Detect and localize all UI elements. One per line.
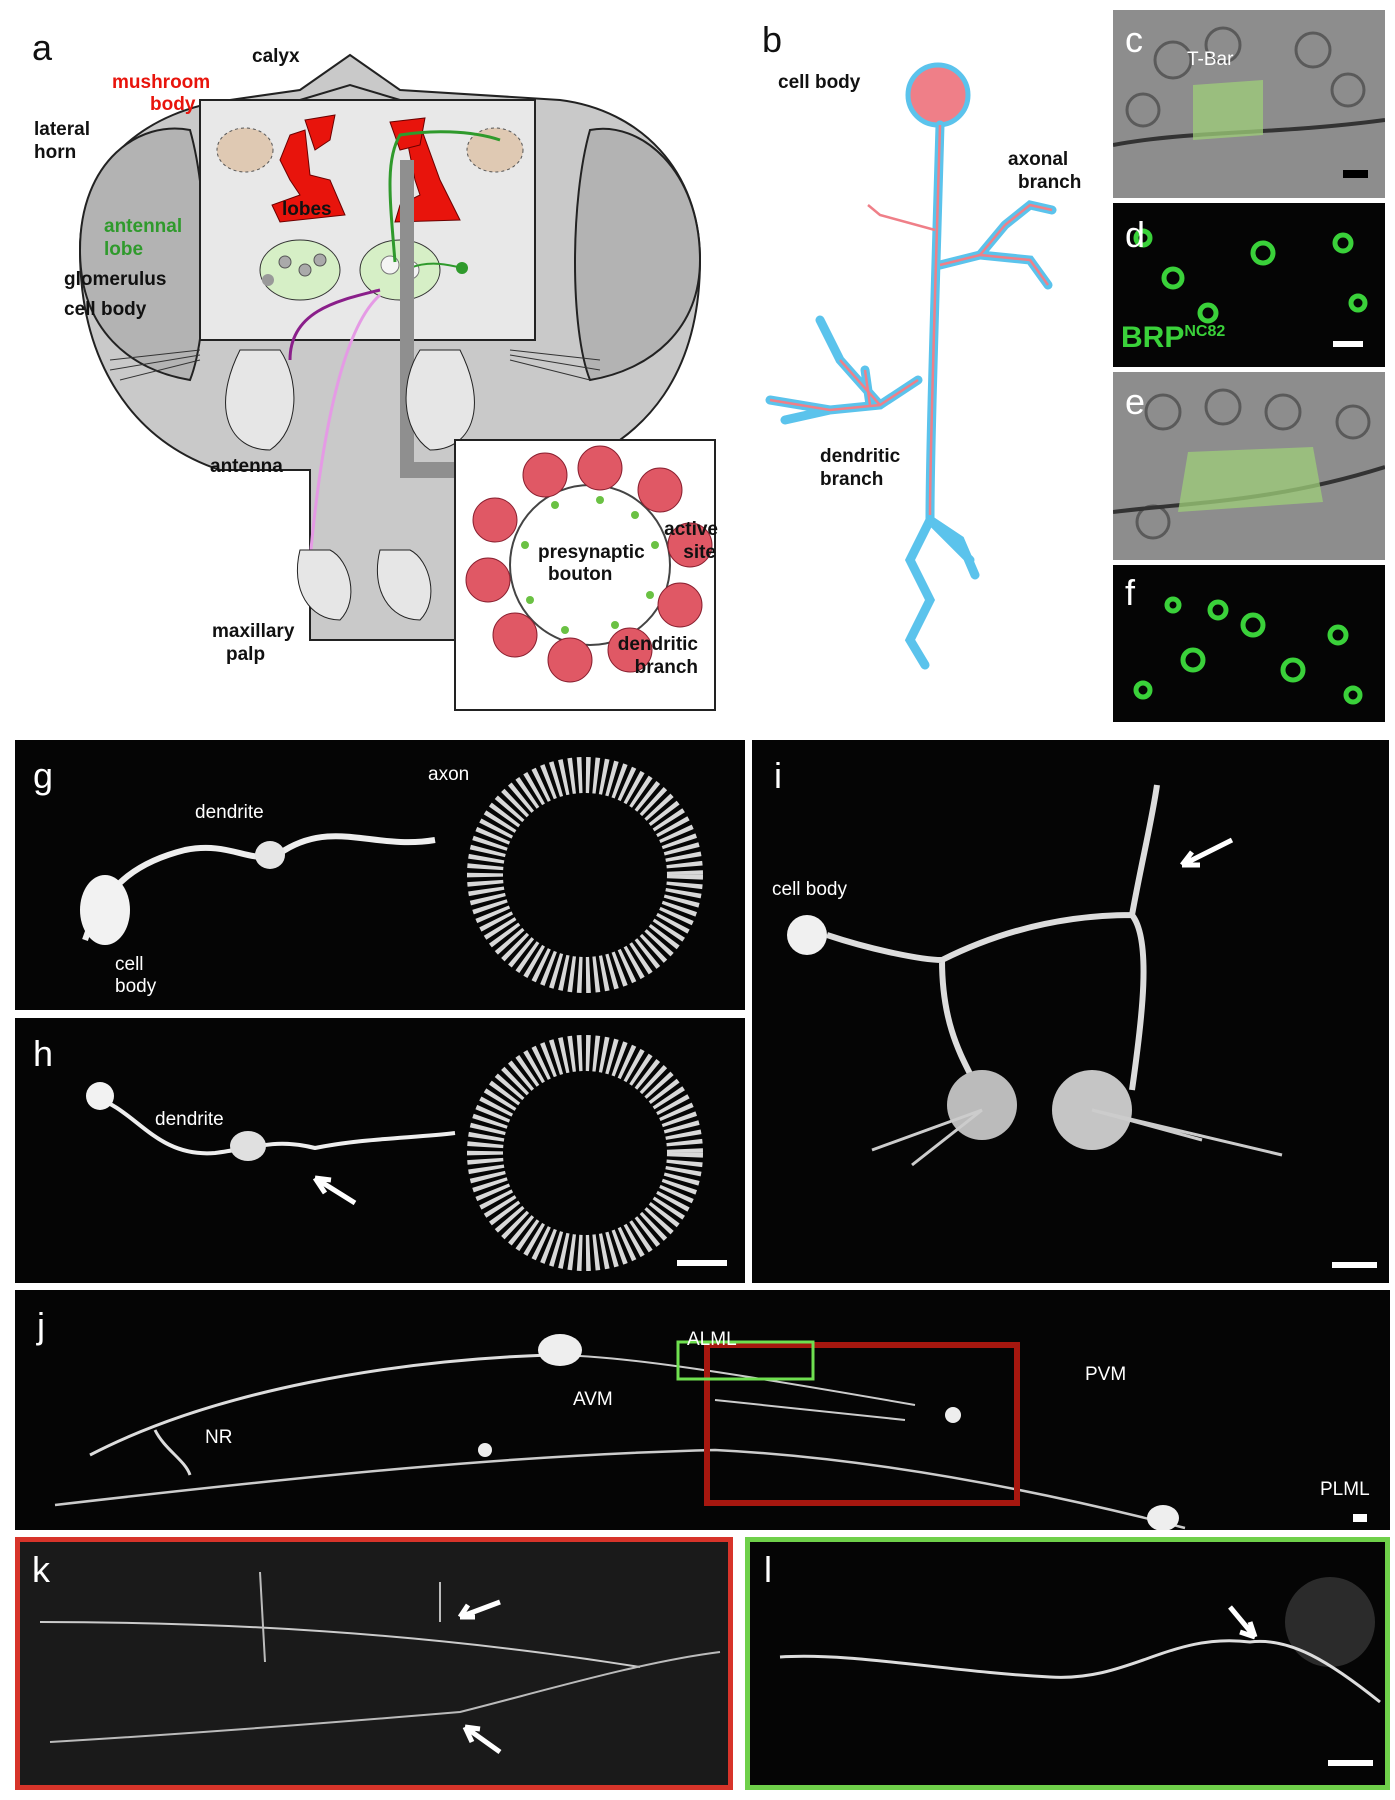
label-cell-body: cell body (64, 299, 147, 320)
label-dendritic-2: branch (635, 657, 698, 678)
label-antennal-1: antennal (104, 216, 182, 237)
panel-e: e (1113, 372, 1385, 560)
label-pvm: PVM (1085, 1364, 1126, 1385)
label-dendritic-1: dendritic (618, 634, 699, 655)
panel-letter-b: b (762, 19, 783, 60)
panel-i: i cell body (752, 740, 1389, 1283)
label-active-1: active (664, 519, 718, 540)
panel-letter-k: k (32, 1549, 50, 1590)
panel-letter-c: c (1125, 19, 1143, 60)
panel-g: g axon dendrite cell body (15, 740, 745, 1010)
label-mushroom-1: mushroom (112, 72, 210, 93)
panel-l: l (745, 1537, 1390, 1790)
label-calyx: calyx (252, 46, 300, 67)
label-presynaptic-2: bouton (548, 564, 612, 585)
label-antenna: antenna (210, 456, 283, 477)
mushroom-body-right (394, 124, 461, 223)
label-presynaptic-1: presynaptic (538, 542, 645, 563)
label-plml: PLML (1320, 1479, 1370, 1500)
panel-letter-f: f (1125, 572, 1136, 613)
label-mushroom-2: body (150, 94, 196, 115)
panel-j: j ALML AVM PVM PLML NR (15, 1290, 1390, 1530)
panel-d: d BRPNC82 (1113, 203, 1385, 367)
panel-letter-j: j (37, 1305, 45, 1346)
label-nr: NR (205, 1427, 232, 1448)
panel-c: c T-Bar (1113, 10, 1385, 198)
maxillary-palp-left (296, 549, 352, 621)
label-antennal-2: lobe (104, 239, 143, 260)
label-lobes: lobes (282, 199, 332, 220)
label-lateral-2: horn (34, 142, 76, 163)
lateral-horn-right (466, 127, 524, 173)
label-avm: AVM (573, 1389, 613, 1410)
label-alml: ALML (687, 1329, 737, 1350)
panel-a: a (0, 0, 730, 722)
label-axon: axon (428, 764, 469, 785)
panel-letter-a: a (32, 27, 53, 68)
label-maxillary-2: palp (226, 644, 265, 665)
panel-k: k (15, 1537, 733, 1790)
label-dendrite-g: dendrite (195, 802, 264, 823)
neuron-schematic (765, 62, 1057, 670)
panel-letter-h: h (33, 1033, 54, 1074)
label-cell-body-i: cell body (772, 879, 847, 900)
label-cell-body-b: cell body (778, 72, 861, 93)
lateral-horn-left (216, 127, 274, 173)
mushroom-body-left (271, 129, 346, 223)
label-glomerulus: glomerulus (64, 269, 166, 290)
panel-letter-i: i (774, 755, 782, 796)
panel-h: h dendrite (15, 1018, 745, 1283)
maxillary-palp-right (376, 549, 432, 621)
label-cell-g-1: cell (115, 954, 144, 975)
label-axonal-2: branch (1018, 172, 1081, 193)
label-brp: BRPNC82 (1121, 321, 1226, 354)
panel-letter-e: e (1125, 381, 1146, 422)
antenna-left (225, 349, 295, 451)
antenna-right (405, 349, 475, 451)
panel-letter-g: g (33, 755, 54, 796)
label-active-2: site (683, 542, 716, 563)
right-eye (574, 127, 702, 382)
label-maxillary-1: maxillary (212, 621, 295, 642)
panel-f: f (1113, 565, 1385, 722)
label-dendrite-h: dendrite (155, 1109, 224, 1130)
label-tbar: T-Bar (1187, 49, 1234, 70)
fly-head-diagram (78, 53, 716, 711)
label-cell-g-2: body (115, 976, 157, 997)
label-axonal-1: axonal (1008, 149, 1068, 170)
label-dendritic-b-2: branch (820, 469, 883, 490)
panel-letter-d: d (1125, 214, 1146, 255)
label-dendritic-b-1: dendritic (820, 446, 901, 467)
label-lateral-1: lateral (34, 119, 90, 140)
panel-b: b cell body axonal branch dendritic bran… (730, 0, 1110, 722)
panel-letter-l: l (764, 1549, 772, 1590)
